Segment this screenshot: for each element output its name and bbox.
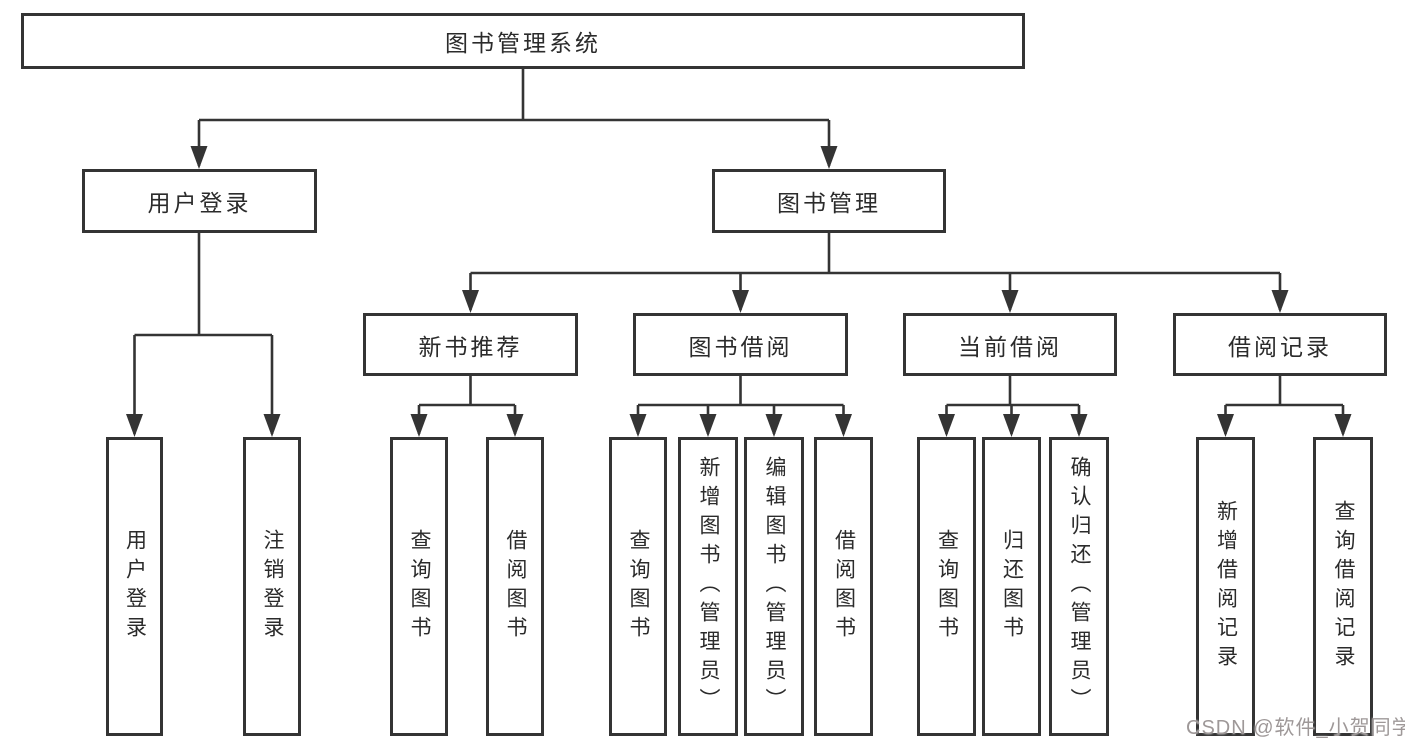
arrowhead-down-icon <box>1217 414 1234 437</box>
arrowhead-down-icon <box>732 290 749 313</box>
arrowheads-group <box>126 146 1352 437</box>
watermark: CSDN @软件_小贺同学 <box>1186 717 1405 739</box>
leaf-query-books-current: 查询图书 <box>917 437 976 736</box>
arrowhead-down-icon <box>835 414 852 437</box>
leaf-logout-login: 注销登录 <box>243 437 301 736</box>
node-borrowing-records: 借阅记录 <box>1173 313 1387 376</box>
node-library-management-system: 图书管理系统 <box>21 13 1025 69</box>
leaf-query-books-recommend: 查询图书 <box>390 437 448 736</box>
arrowhead-down-icon <box>1001 290 1019 313</box>
arrowhead-down-icon <box>126 414 143 437</box>
leaf-confirm-return-admin: 确认归还（管理员） <box>1049 437 1109 736</box>
arrowhead-down-icon <box>820 146 838 169</box>
node-book-management: 图书管理 <box>712 169 946 233</box>
leaf-add-borrow-record: 新增借阅记录 <box>1196 437 1255 736</box>
arrowhead-down-icon <box>765 414 783 437</box>
arrowhead-down-icon <box>938 414 955 437</box>
arrowhead-down-icon <box>1334 414 1352 437</box>
node-book-borrowing: 图书借阅 <box>633 313 848 376</box>
arrowhead-down-icon <box>263 414 281 437</box>
node-current-borrowing: 当前借阅 <box>903 313 1117 376</box>
arrowhead-down-icon <box>699 414 717 437</box>
arrowhead-down-icon <box>410 414 428 437</box>
node-user-login: 用户登录 <box>82 169 317 233</box>
arrowhead-down-icon <box>629 414 647 437</box>
leaf-add-books-admin: 新增图书（管理员） <box>678 437 738 736</box>
arrowhead-down-icon <box>1070 414 1088 437</box>
node-new-book-recommendation: 新书推荐 <box>363 313 578 376</box>
arrowhead-down-icon <box>462 290 479 313</box>
leaf-edit-books-admin: 编辑图书（管理员） <box>744 437 804 736</box>
connector-path <box>133 69 1345 434</box>
leaf-query-books-borrow: 查询图书 <box>609 437 667 736</box>
arrowhead-down-icon <box>190 146 208 169</box>
leaf-borrow-books: 借阅图书 <box>814 437 873 736</box>
leaf-query-borrow-record: 查询借阅记录 <box>1313 437 1373 736</box>
leaf-user-login: 用户登录 <box>106 437 163 736</box>
leaf-borrow-books-recommend: 借阅图书 <box>486 437 544 736</box>
leaf-return-books: 归还图书 <box>982 437 1041 736</box>
arrowhead-down-icon <box>1271 290 1289 313</box>
arrowhead-down-icon <box>506 414 524 437</box>
arrowhead-down-icon <box>1003 414 1020 437</box>
